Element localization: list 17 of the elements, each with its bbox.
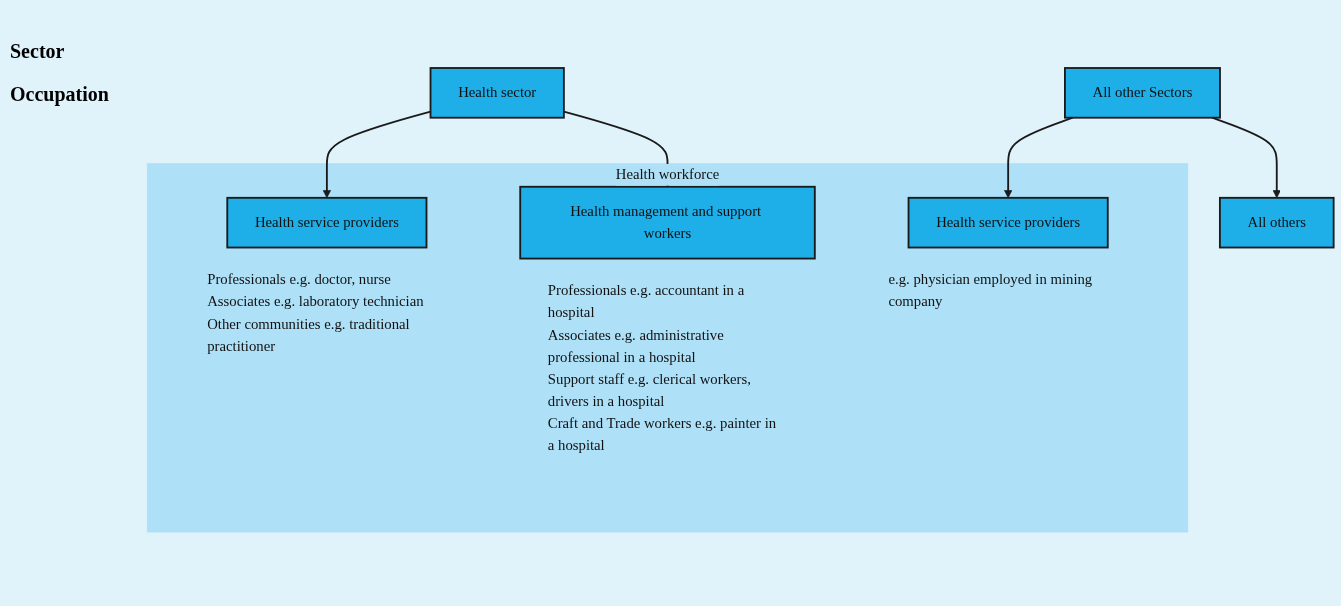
node-box: All other Sectors: [1064, 67, 1221, 119]
node-label: Associates e.g. laboratory technician: [207, 293, 424, 310]
node-label: e.g. physician employed in mining company: [888, 271, 1093, 310]
node-label: Craft and Trade workers e.g. painter in a hospital: [547, 415, 777, 453]
node-box: Health management and support workers: [519, 185, 816, 260]
node-box: Health service providers: [907, 196, 1109, 249]
node-label: Professionals e.g. accountant in a hospital: [547, 282, 745, 321]
node-label: Other communities e.g. traditional practitioner: [207, 315, 410, 354]
node-label: Support staff e.g. clerical workers, drivers in a hospital: [547, 370, 751, 409]
node-box: Health sector: [429, 67, 565, 119]
arrow: [1211, 116, 1281, 199]
node-box: Health service providers: [226, 196, 428, 249]
row-label: Occupation: [10, 83, 110, 106]
node-label: Associates e.g. administrative professional in a hospital: [547, 326, 724, 365]
node-label: Professionals e.g. doctor, nurse: [207, 271, 391, 288]
row-label: Sector: [10, 40, 66, 63]
node-box: All others: [1218, 196, 1335, 249]
